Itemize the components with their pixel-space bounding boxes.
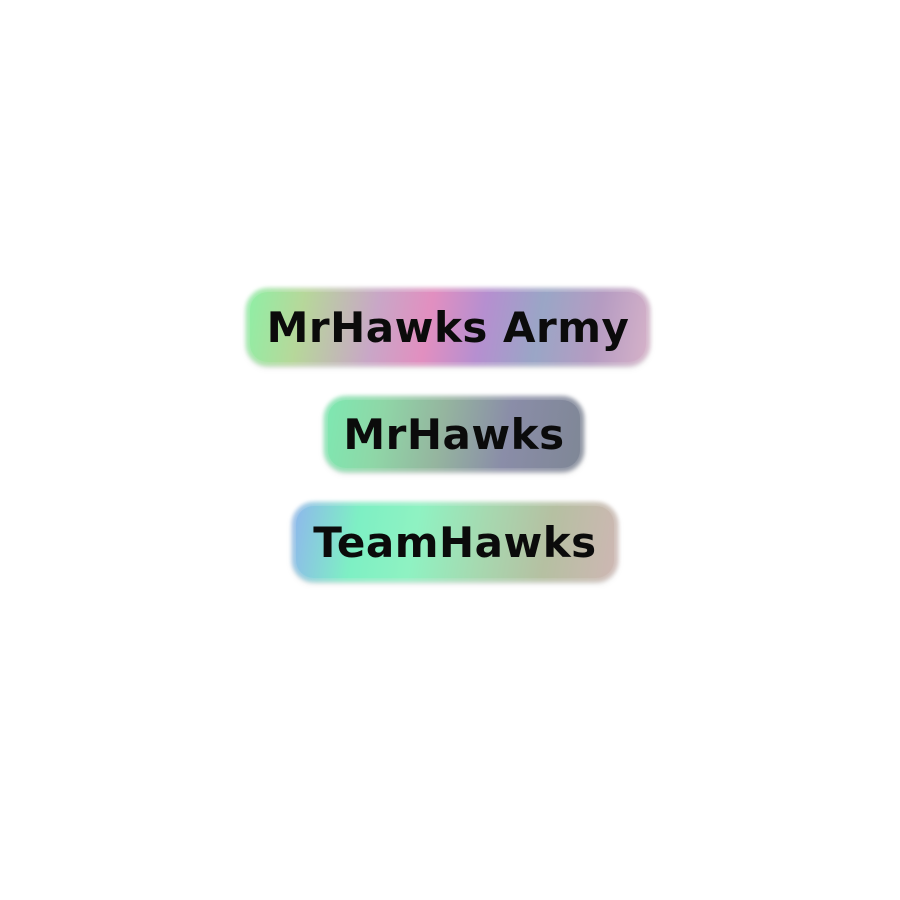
sticker-label: TeamHawks [313, 517, 597, 567]
sticker-label: MrHawks [343, 409, 565, 459]
sticker-mrhawks: MrHawks [328, 400, 580, 468]
sticker-teamhawks: TeamHawks [296, 506, 614, 578]
sticker-mrhawks-army: MrHawks Army [250, 292, 646, 362]
sticker-label: MrHawks Army [266, 302, 630, 352]
